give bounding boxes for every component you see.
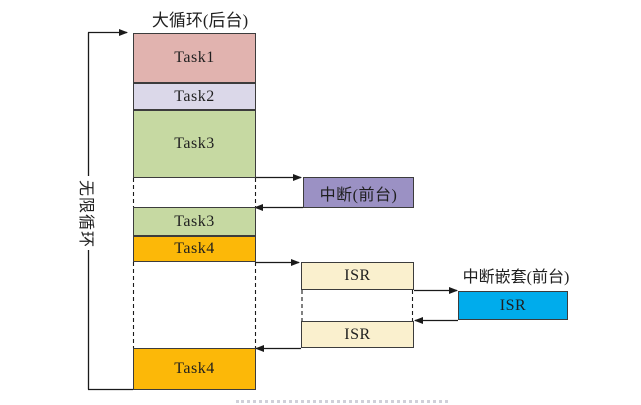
task-block-task2: Task2 — [133, 83, 256, 110]
nested-interrupt-title: 中断嵌套(前台) — [462, 269, 570, 286]
infinite-loop-label: 无限循环 — [77, 180, 94, 249]
task-block-task4-resumed: Task4 — [133, 348, 256, 390]
isr-block-second: ISR — [301, 321, 414, 348]
nested-isr-block: ISR — [458, 291, 568, 320]
task-block-task4: Task4 — [133, 236, 256, 262]
background-title: 大循环(后台) — [151, 11, 249, 30]
task-block-task3-resumed: Task3 — [133, 207, 256, 236]
task-block-task1: Task1 — [133, 33, 256, 83]
interrupt-block: 中断(前台) — [303, 177, 414, 208]
task-block-task3: Task3 — [133, 110, 256, 178]
cropped-caption-fragment — [236, 400, 448, 405]
isr-block-first: ISR — [301, 262, 414, 290]
